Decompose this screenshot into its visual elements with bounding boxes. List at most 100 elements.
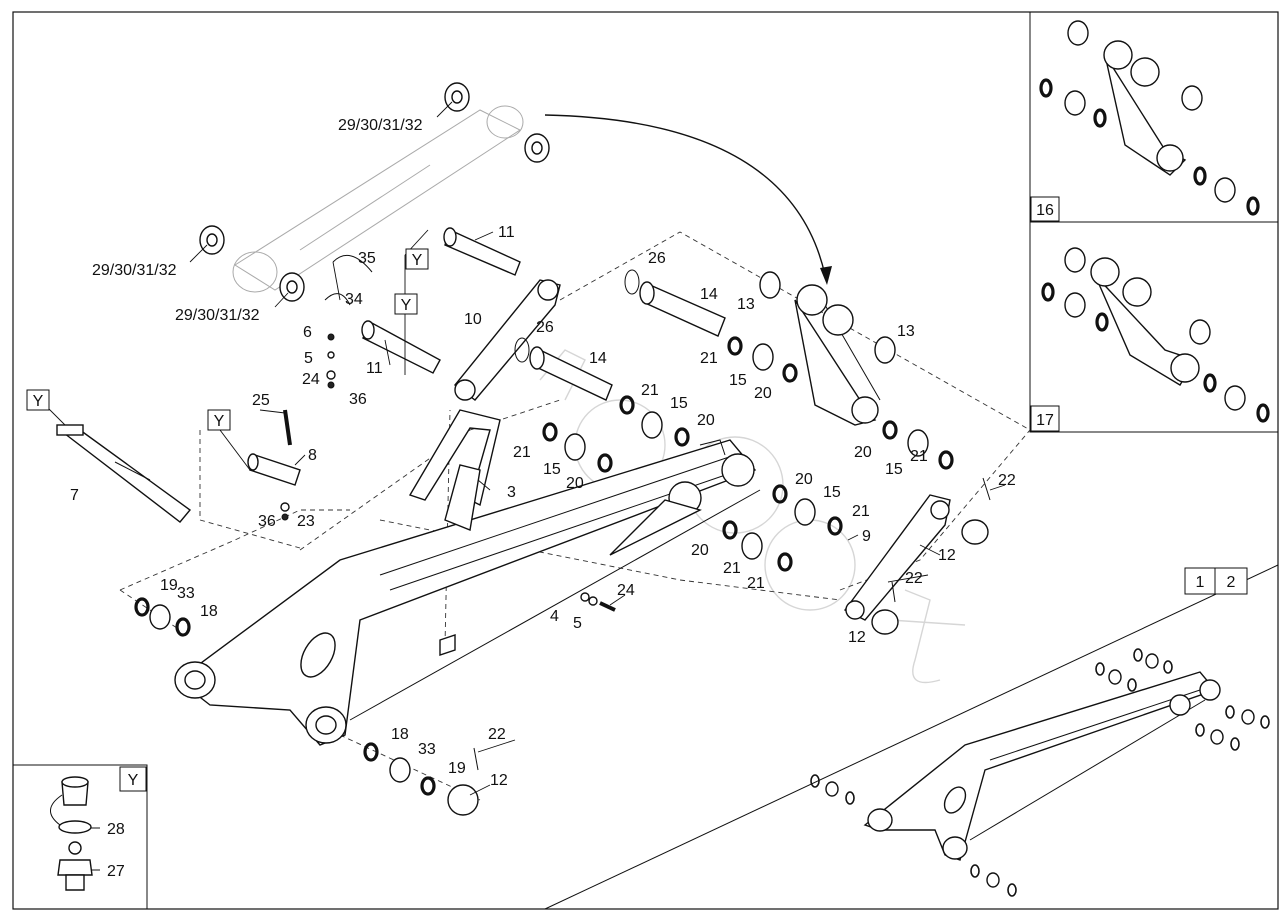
callout-label: 27 bbox=[107, 863, 125, 880]
callout-label: 11 bbox=[366, 360, 383, 377]
callout-label: 29/30/31/32 bbox=[175, 307, 260, 324]
callout-label: 36 bbox=[258, 513, 276, 530]
inset-17-label: 17 bbox=[1036, 412, 1054, 429]
callout-label: 15 bbox=[823, 484, 841, 501]
callout-label: 12 bbox=[848, 629, 866, 646]
inset-17-frame bbox=[1029, 221, 1279, 433]
inset-17-tag bbox=[1030, 405, 1060, 432]
callout-label: 14 bbox=[700, 286, 718, 303]
callout-label: 12 bbox=[490, 772, 508, 789]
callout-label: 18 bbox=[391, 726, 409, 743]
link-arm-10 bbox=[453, 279, 561, 401]
callout-label: 20 bbox=[697, 412, 715, 429]
callout-label: 22 bbox=[488, 726, 506, 743]
callout-label: 15 bbox=[670, 395, 688, 412]
link-arm-9 bbox=[843, 494, 951, 621]
inset-17-parts bbox=[1041, 247, 1270, 423]
callout-label: 33 bbox=[177, 585, 195, 602]
grease-cap-28 bbox=[50, 776, 92, 834]
callout-label: 29/30/31/32 bbox=[92, 262, 177, 279]
callout-label: 11 bbox=[498, 224, 515, 241]
callout-label: 33 bbox=[418, 741, 436, 758]
h-link-13 bbox=[794, 284, 881, 426]
y-tag-label: Y bbox=[128, 772, 139, 789]
clip-35 bbox=[332, 254, 373, 273]
curved-arrow bbox=[544, 114, 826, 276]
callout-label: 21 bbox=[641, 382, 659, 399]
callout-label: 21 bbox=[513, 444, 531, 461]
leader-lines bbox=[44, 101, 1006, 871]
castle-nuts-12 bbox=[447, 519, 989, 816]
callout-label: 26 bbox=[536, 319, 554, 336]
callout-label: 24 bbox=[617, 582, 635, 599]
callout-label: 15 bbox=[729, 372, 747, 389]
callout-label: 19 bbox=[160, 577, 178, 594]
variant-tab-2[interactable] bbox=[1214, 567, 1248, 595]
arrow-head-icon bbox=[820, 266, 832, 285]
pin-11-lower bbox=[361, 320, 441, 374]
callout-label: 20 bbox=[795, 471, 813, 488]
y-tag-box bbox=[26, 389, 50, 411]
callout-label: 15 bbox=[543, 461, 561, 478]
y-tag-label: Y bbox=[401, 297, 412, 314]
variant-tab-1[interactable] bbox=[1184, 567, 1216, 595]
callout-label: 14 bbox=[589, 350, 607, 367]
callout-label: 20 bbox=[854, 444, 872, 461]
bolt-25 bbox=[283, 409, 292, 446]
drawing-frame bbox=[12, 11, 1279, 910]
y-tag-box bbox=[394, 293, 418, 315]
cotter-pins-22 bbox=[473, 477, 991, 771]
callout-label: 12 bbox=[938, 547, 956, 564]
callout-label: 22 bbox=[998, 472, 1016, 489]
pin-11-upper bbox=[443, 227, 521, 276]
inset-16-label: 16 bbox=[1036, 202, 1054, 219]
callout-label: 28 bbox=[107, 821, 125, 838]
inset-16-tag bbox=[1030, 196, 1060, 222]
bushing-ring-sets bbox=[542, 271, 954, 572]
callout-label: 35 bbox=[358, 250, 376, 267]
callout-label: 34 bbox=[345, 291, 363, 308]
y-tag-box bbox=[405, 248, 429, 270]
callout-label: 19 bbox=[448, 760, 466, 777]
bracket-3 bbox=[408, 409, 501, 531]
variant-tab-1-label: 1 bbox=[1196, 574, 1205, 591]
callout-label: 20 bbox=[566, 475, 584, 492]
callout-label: 25 bbox=[252, 392, 270, 409]
callout-label: 5 bbox=[573, 615, 582, 632]
inset-16-frame bbox=[1029, 11, 1279, 223]
callout-label: 21 bbox=[747, 575, 765, 592]
callout-label: 13 bbox=[897, 323, 915, 340]
y-tag-label: Y bbox=[33, 393, 44, 410]
y-tag-box bbox=[207, 409, 231, 431]
callout-label: 6 bbox=[303, 324, 312, 341]
callout-label: 3 bbox=[507, 484, 516, 501]
callout-label: 20 bbox=[754, 385, 772, 402]
callout-labels: 29/30/31/32 29/30/31/32 29/30/31/32 11 1… bbox=[70, 117, 1016, 880]
callout-label: 21 bbox=[910, 448, 928, 465]
callout-label: 5 bbox=[304, 350, 313, 367]
pin-7 bbox=[56, 424, 192, 523]
callout-label: 4 bbox=[550, 608, 559, 625]
callout-label: 15 bbox=[885, 461, 903, 478]
clips-26 bbox=[514, 269, 640, 363]
boom-arm bbox=[174, 439, 761, 746]
pin-8 bbox=[247, 453, 301, 486]
callout-label: 23 bbox=[297, 513, 315, 530]
callout-label: 7 bbox=[70, 487, 79, 504]
inset-16-parts bbox=[1039, 20, 1260, 216]
callout-label: 29/30/31/32 bbox=[338, 117, 423, 134]
detail-y-frame bbox=[12, 764, 148, 910]
callout-label: 21 bbox=[852, 503, 870, 520]
lift-cylinder-ghost bbox=[232, 105, 524, 293]
callout-label: 10 bbox=[464, 311, 482, 328]
callout-label: 18 bbox=[200, 603, 218, 620]
callout-label: 8 bbox=[308, 447, 317, 464]
callout-label: 20 bbox=[691, 542, 709, 559]
callout-label: 21 bbox=[700, 350, 718, 367]
callout-label: 21 bbox=[723, 560, 741, 577]
variant-divider-line bbox=[544, 564, 1279, 910]
washer-group-29-32 bbox=[199, 82, 550, 302]
pin-14-lower bbox=[529, 346, 613, 401]
callout-label: 9 bbox=[862, 528, 871, 545]
